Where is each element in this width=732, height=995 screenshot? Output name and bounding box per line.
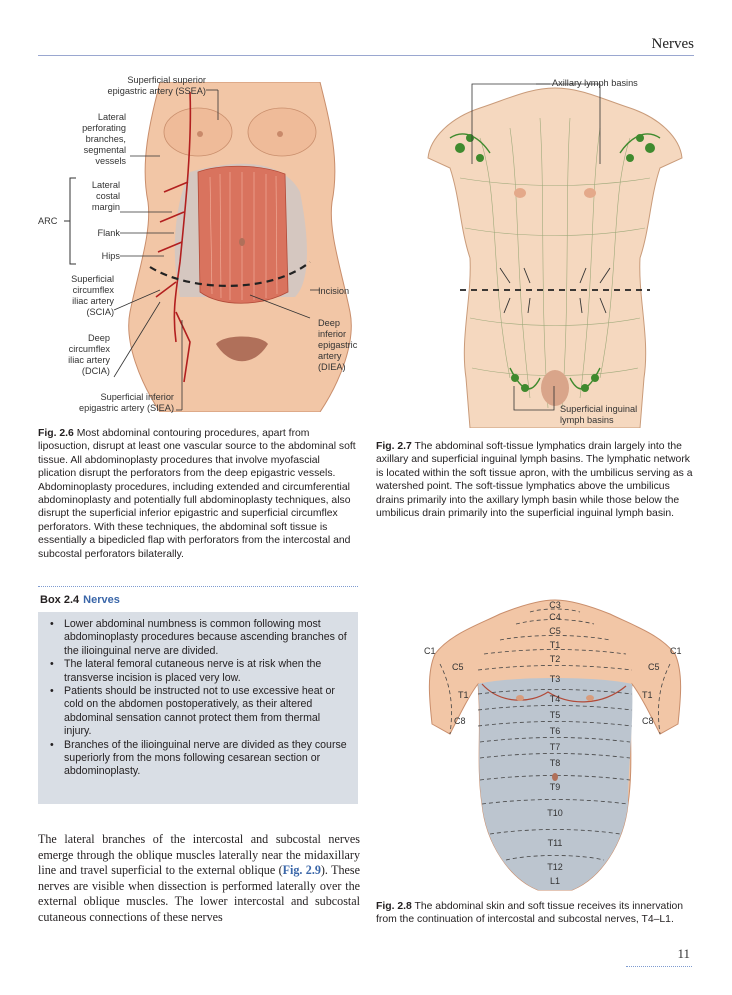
figure-2-8-caption: Fig. 2.8 The abdominal skin and soft tis… xyxy=(376,900,696,927)
label-c5-right: C5 xyxy=(648,662,660,672)
dermatome-label-t1: T1 xyxy=(550,640,561,650)
dermatome-label-t12: T12 xyxy=(547,862,563,872)
box-top-rule xyxy=(38,586,358,587)
figure-2-6-leader-lines xyxy=(113,89,320,411)
label-axillary-lymph-basins: Axillary lymph basins xyxy=(552,78,638,88)
figure-2-6-caption: Fig. 2.6 Most abdominal contouring proce… xyxy=(38,427,360,561)
label-c1-left: C1 xyxy=(424,646,436,656)
box-body: Lower abdominal numbness is common follo… xyxy=(38,612,358,804)
arc-bracket xyxy=(64,177,76,265)
dermatome-label-t2: T2 xyxy=(550,654,561,664)
dermatome-label-c3: C3 xyxy=(549,600,561,610)
dermatome-label-c4: C4 xyxy=(549,612,561,622)
label-inguinal-lymph-basins: Superficial inguinal lymph basins xyxy=(560,404,638,425)
label-c8-left: C8 xyxy=(454,716,466,726)
box-item: The lateral femoral cutaneous nerve is a… xyxy=(50,658,348,685)
label-c1-right: C1 xyxy=(670,646,682,656)
caption-text: Most abdominal contouring procedures, ap… xyxy=(38,428,356,560)
caption-number: Fig. 2.7 xyxy=(376,441,412,452)
caption-text: The abdominal soft-tissue lymphatics dra… xyxy=(376,441,693,520)
running-head: Nerves xyxy=(651,36,694,52)
page-number: 11 xyxy=(677,946,690,961)
label-c5-left: C5 xyxy=(452,662,464,672)
label-arc: ARC xyxy=(38,216,58,226)
box-item: Branches of the ilioinguinal nerve are d… xyxy=(50,739,348,779)
label-scia: Superficial circumflex iliac artery (SCI… xyxy=(71,274,114,317)
label-hips: Hips xyxy=(101,251,120,261)
dermatome-label-t11: T11 xyxy=(548,838,563,848)
figure-2-6-illustration xyxy=(128,82,352,412)
box-item: Patients should be instructed not to use… xyxy=(50,685,348,739)
box-title: Nerves xyxy=(83,594,120,606)
label-flank: Flank xyxy=(97,228,120,238)
caption-text: The abdominal skin and soft tissue recei… xyxy=(376,901,684,926)
dermatome-label-t4: T4 xyxy=(550,694,561,704)
label-siea: Superficial inferior epigastric artery (… xyxy=(79,392,174,413)
body-text-2: ). These nerves are visible when dissect… xyxy=(38,863,360,924)
label-ssea: Superficial superior epigastric artery (… xyxy=(107,75,206,96)
figure-2-7-leader-lines xyxy=(471,83,601,411)
label-incision: Incision xyxy=(318,286,350,296)
footer-rule xyxy=(626,966,692,967)
box-list: Lower abdominal numbness is common follo… xyxy=(38,612,358,779)
dermatome-label-t7: T7 xyxy=(550,742,561,752)
body-paragraph: The lateral branches of the intercostal … xyxy=(38,832,360,926)
label-lateral-perforating: Lateral perforating branches, segmental … xyxy=(82,112,126,166)
dermatome-label-t8: T8 xyxy=(550,758,561,768)
label-c8-right: C8 xyxy=(642,716,654,726)
dermatome-label-t5: T5 xyxy=(550,710,561,720)
label-diea: Deep inferior epigastric artery (DIEA) xyxy=(318,318,358,372)
figure-2-7-caption: Fig. 2.7 The abdominal soft-tissue lymph… xyxy=(376,440,696,520)
caption-number: Fig. 2.8 xyxy=(376,901,412,912)
box-item: Lower abdominal numbness is common follo… xyxy=(50,618,348,658)
label-lateral-costal-margin: Lateral costal margin xyxy=(91,180,120,212)
body-text-1: The lateral branches of the intercostal … xyxy=(38,832,360,878)
label-dcia: Deep circumflex iliac artery (DCIA) xyxy=(68,333,110,376)
box-number: Box 2.4 xyxy=(40,594,80,606)
figure-2-7-illustration xyxy=(427,87,683,428)
caption-number: Fig. 2.6 xyxy=(38,428,74,439)
dermatome-label-t10: T10 xyxy=(547,808,563,818)
figure-ref-link[interactable]: Fig. 2.9 xyxy=(282,863,321,878)
dermatome-label-c5: C5 xyxy=(549,626,561,636)
label-t1-left: T1 xyxy=(458,690,469,700)
dermatome-label-t3: T3 xyxy=(550,674,561,684)
dermatome-label-l1: L1 xyxy=(550,876,560,886)
label-t1-right: T1 xyxy=(642,690,653,700)
dermatome-label-t6: T6 xyxy=(550,726,561,736)
header-rule xyxy=(38,55,694,56)
dermatome-label-t9: T9 xyxy=(550,782,561,792)
